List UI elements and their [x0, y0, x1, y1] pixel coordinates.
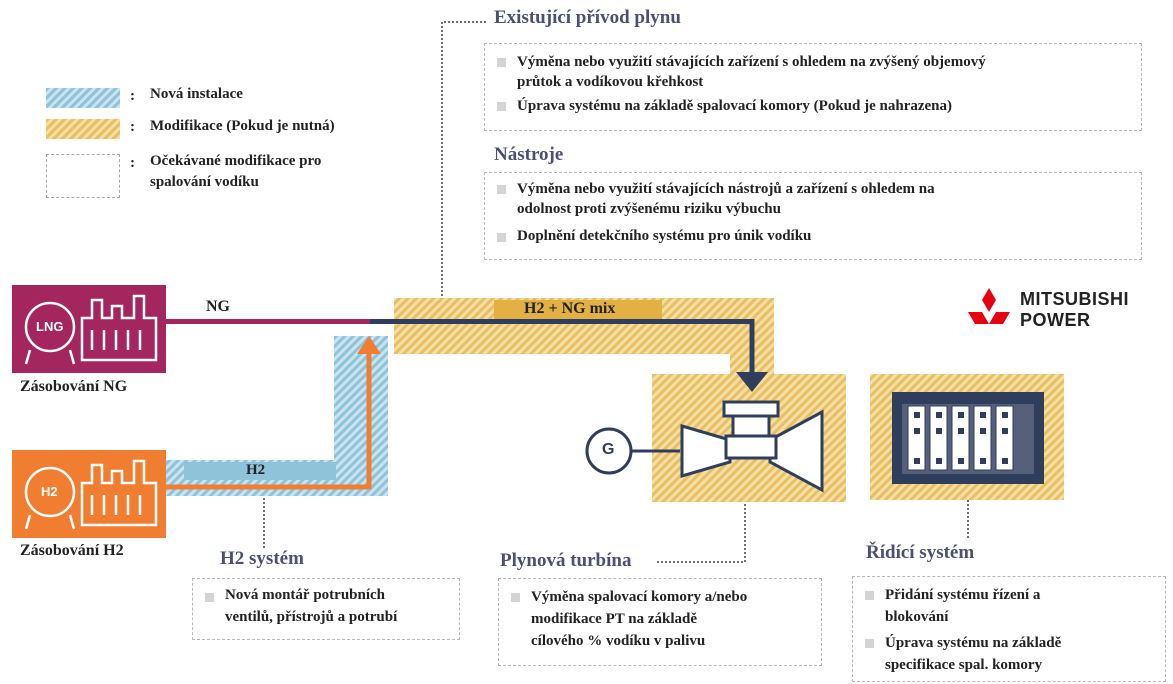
h2-pipe [166, 352, 372, 490]
h2-flow-arrow [357, 336, 381, 354]
h2-system-box: Nová montář potrubních ventilů, přístroj… [192, 578, 460, 640]
legend-expected-label-2: spalování vodíku [150, 174, 259, 190]
gas-turbine-title: Plynová turbína [500, 550, 632, 571]
lng-icon-label: LNG [36, 319, 64, 334]
logo-line-1: MITSUBISHI [1020, 289, 1130, 309]
h2-pipe-label: H2 [246, 462, 266, 478]
mix-pipe-label: H2 + NG mix [524, 300, 616, 317]
legend-new-install-label: Nová instalace [150, 86, 243, 102]
h2-tank-icon [24, 466, 76, 518]
instruments-item-1-line-1: Výměna nebo využití stávajících nástrojů… [517, 181, 935, 197]
lng-tank-icon [24, 301, 76, 353]
ng-pipe [166, 319, 406, 324]
existing-supply-item-2: Úprava systému na základě spalovací komo… [517, 98, 953, 114]
control-system-title: Řídící systém [866, 542, 975, 563]
h2-label-box [184, 462, 336, 480]
legend-modification-label: Modifikace (Pokud je nutná) [150, 118, 335, 134]
gas-turbine-box: Výměna spalovací komory a/nebo modifikac… [498, 578, 822, 666]
gas-turbine-item-line-2: modifikace PT na základě [531, 611, 697, 627]
generator-label: G [602, 441, 615, 458]
bullet-icon [205, 593, 214, 602]
h2-system-item-line-2: ventilů, přístrojů a potrubí [225, 609, 398, 625]
instruments-item-1-line-2: odolnost proti zvýšenému riziku výbuchu [517, 201, 781, 217]
h2-supply-icon-bg [12, 450, 166, 538]
instruments-title: Nástroje [494, 144, 564, 165]
bullet-icon [865, 591, 874, 600]
bullet-icon [865, 639, 874, 648]
existing-supply-title: Existující přívod plynu [494, 7, 681, 28]
gas-turbine-item-line-1: Výměna spalovací komory a/nebo [531, 589, 748, 605]
h2-icon-label: H2 [41, 484, 58, 499]
control-system-box: Přidání systému řízení a blokování Úprav… [852, 576, 1166, 682]
h2-system-item-line-1: Nová montář potrubních [225, 587, 386, 603]
control-system-item-1-line-2: blokování [885, 609, 949, 625]
h2-supply-caption: Zásobování H2 [20, 542, 124, 559]
control-system-item-1-line-1: Přidání systému řízení a [885, 587, 1041, 603]
combustor-mid [731, 414, 771, 438]
control-rack-leds [914, 412, 1008, 464]
control-rack-modules [907, 405, 1014, 471]
instruments-item-2: Doplnění detekčního systému pro únik vod… [517, 228, 812, 244]
combustor-top [722, 400, 780, 418]
lng-supply-caption: Zásobování NG [20, 378, 128, 395]
bullet-icon [511, 593, 520, 602]
legend-expected-label-1: Očekávané modifikace pro [150, 153, 322, 169]
legend-modification-swatch [46, 119, 120, 139]
lng-supply-icon-bg [12, 285, 166, 373]
legend-colon: : [130, 88, 135, 104]
mix-pipe [370, 319, 755, 372]
existing-supply-box: Výměna nebo využití stávajících zařízení… [484, 43, 1142, 131]
instruments-box: Výměna nebo využití stávajících nástrojů… [484, 172, 1142, 260]
h2-system-title: H2 systém [220, 548, 304, 569]
lng-factory-icon [80, 294, 158, 362]
legend-new-install-swatch [46, 88, 120, 108]
bullet-icon [497, 185, 506, 194]
h2-factory-icon [80, 459, 158, 527]
bullet-icon [497, 102, 506, 111]
bullet-icon [497, 233, 506, 242]
gas-turbine-item-line-3: cílového % vodíku v palivu [531, 633, 706, 649]
turbine-compressor [680, 424, 732, 478]
control-system-item-2-line-2: specifikace spal. komory [885, 657, 1043, 673]
mix-flow-arrow [736, 372, 768, 392]
existing-supply-item-1-line-1: Výměna nebo využití stávajících zařízení… [517, 54, 986, 70]
bullet-icon [497, 58, 506, 67]
legend-expected-swatch [46, 154, 120, 198]
mitsubishi-logo-icon [968, 288, 1010, 324]
existing-supply-item-1-line-2: průtok a vodíkovou křehkost [517, 74, 704, 90]
legend-colon: : [130, 119, 135, 135]
control-system-item-2-line-1: Úprava systému na základě [885, 635, 1062, 651]
logo-line-2: POWER [1020, 310, 1091, 330]
existing-supply-connector [441, 21, 486, 324]
legend-colon: : [130, 155, 135, 171]
mix-label-box [494, 300, 662, 320]
combustor-core [724, 434, 778, 460]
ng-pipe-label: NG [206, 298, 230, 315]
